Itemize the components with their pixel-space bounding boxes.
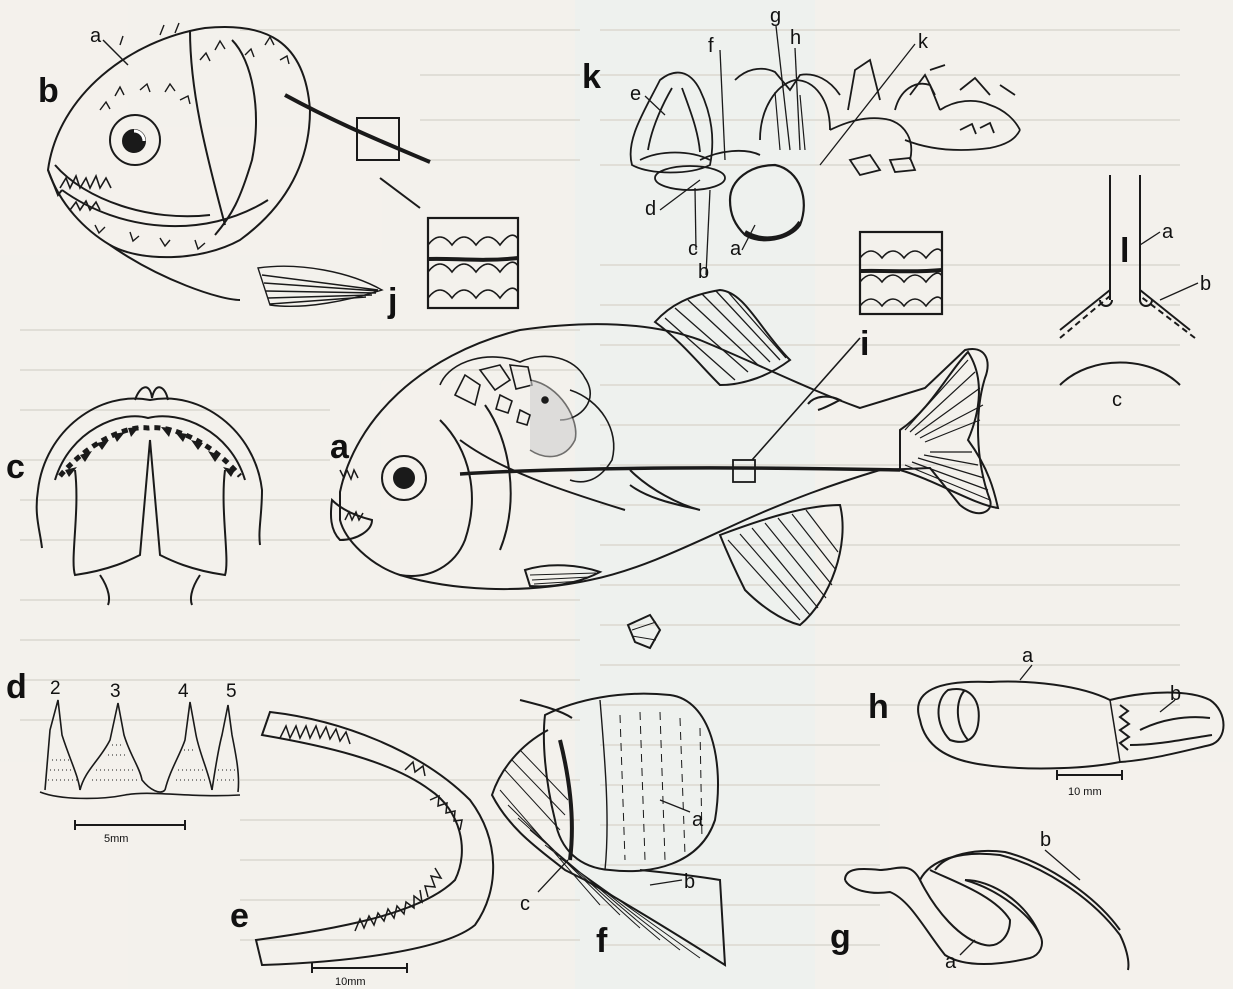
panel-label-e: e: [230, 897, 249, 935]
label-f-b: b: [684, 871, 695, 893]
label-d-2: 2: [50, 678, 61, 699]
label-d-5: 5: [226, 681, 237, 702]
label-g-a: a: [945, 951, 957, 973]
label-k-a: a: [730, 238, 742, 260]
panel-label-b: b: [38, 72, 59, 110]
label-k-f: f: [708, 35, 714, 57]
label-d-3: 3: [110, 681, 121, 702]
scale-bar-h-label: 10 mm: [1068, 786, 1102, 798]
label-k-d: d: [645, 198, 656, 220]
panel-label-c: c: [6, 448, 25, 486]
panel-label-h: h: [868, 688, 889, 726]
panel-label-k: k: [582, 58, 601, 96]
panel-label-f: f: [596, 922, 608, 960]
label-d-4: 4: [178, 681, 189, 702]
label-k-g: g: [770, 5, 781, 27]
scale-bar-d-label: 5mm: [104, 833, 128, 845]
label-h-a: a: [1022, 645, 1034, 667]
label-k-b: b: [698, 261, 709, 283]
panel-label-i: i: [860, 325, 869, 363]
label-f-a: a: [692, 809, 704, 831]
panel-label-j: j: [387, 282, 397, 320]
panel-label-l: l: [1120, 232, 1129, 270]
panel-label-g: g: [830, 918, 851, 956]
panel-label-d: d: [6, 668, 27, 706]
scale-bar-e-label: 10mm: [335, 976, 366, 988]
label-k-k: k: [918, 31, 929, 53]
label-b-a: a: [90, 25, 102, 47]
panel-label-a: a: [330, 428, 350, 466]
label-l-c: c: [1112, 389, 1122, 411]
label-f-c: c: [520, 893, 530, 915]
label-g-b: b: [1040, 829, 1051, 851]
label-l-b: b: [1200, 273, 1211, 295]
label-l-a: a: [1162, 221, 1174, 243]
label-k-h: h: [790, 27, 801, 49]
label-h-b: b: [1170, 683, 1181, 705]
label-k-e: e: [630, 83, 641, 105]
